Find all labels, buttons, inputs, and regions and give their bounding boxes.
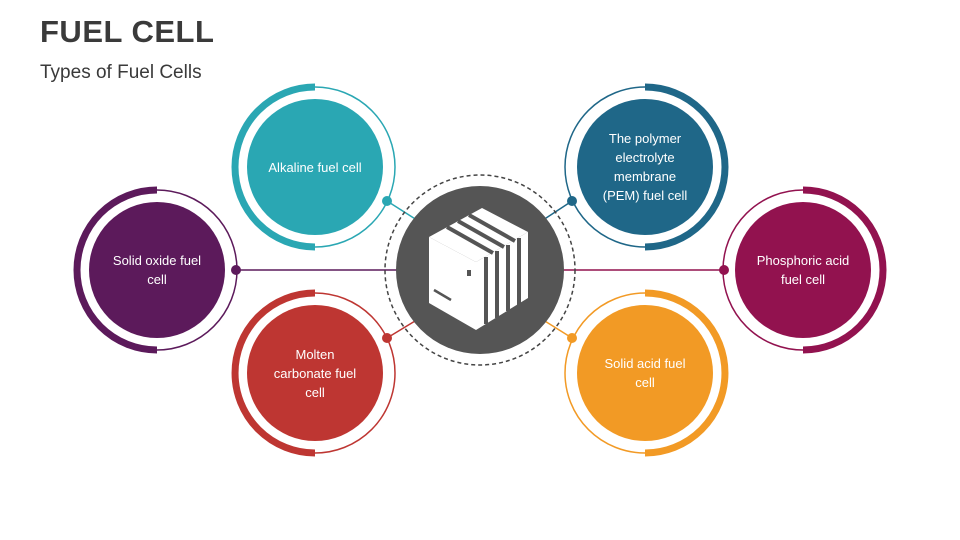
node-label-pem: The polymer electrolyte membrane (PEM) f… [602,131,688,203]
node-accent-arc [73,186,158,354]
node-phosphoric [719,186,887,354]
connector-dot [567,196,577,206]
connector-dot [382,333,392,343]
connector-dot [231,265,241,275]
node-fill [89,202,225,338]
node-solid-oxide [73,186,241,354]
node-fill [577,99,713,235]
node-accent-arc [802,186,887,354]
node-label-solid-oxide: Solid oxide fuel cell [112,253,202,287]
node-label-solid-acid: Solid acid fuel cell [604,356,686,390]
node-molten [231,289,396,457]
node-label-phosphoric: Phosphoric acid fuel cell [756,253,850,287]
node-fill [247,99,383,235]
fuel-cell-stack-icon [429,208,528,330]
connector-dot [719,265,729,275]
node-label-molten: Molten carbonate fuel cell [273,346,357,400]
connector-dot [382,196,392,206]
page-title: FUEL CELL [40,14,215,49]
node-solid-acid [564,289,729,457]
node-accent-arc [644,83,729,251]
node-accent-arc [644,289,729,457]
node-alkaline [231,83,396,251]
node-label-alkaline: Alkaline fuel cell [268,159,362,175]
node-pem [564,83,729,251]
nodes-layer [73,83,887,457]
center-dashed-ring [384,174,576,366]
connector-dot [567,333,577,343]
node-fill [247,305,383,441]
node-fill [735,202,871,338]
center-hub [384,174,576,366]
node-accent-arc [231,289,316,457]
node-fill [577,305,713,441]
page-subtitle: Types of Fuel Cells [40,62,202,83]
node-accent-arc [231,83,316,251]
